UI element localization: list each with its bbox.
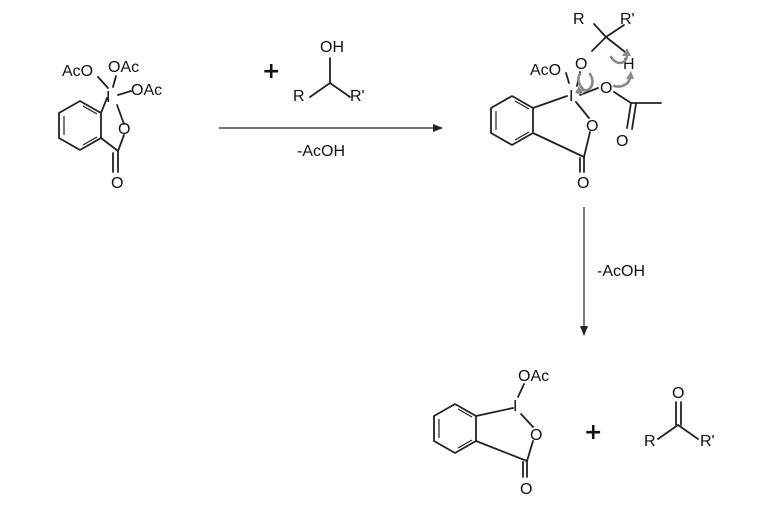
- intermediate-c-r-bond: [593, 23, 607, 38]
- alcohol-r2-label: R': [350, 88, 365, 105]
- product-ring-oxygen-label: O: [530, 427, 542, 444]
- intermediate-complex: R R' O H AcO I O O O O: [490, 11, 662, 192]
- intermediate-c-i-bond: [532, 95, 568, 109]
- plus-sign: +: [262, 59, 280, 84]
- reagent-acetoxy-label: AcO: [62, 63, 93, 80]
- product-carbonyl-oxygen-label: O: [520, 481, 532, 498]
- intermediate-hydrogen-label: H: [623, 56, 635, 73]
- reagent-iodine-label: I: [106, 89, 110, 106]
- product-acetoxy-label: OAc: [518, 368, 549, 385]
- reagent-i-oac-bond: [112, 75, 117, 88]
- reagent-i-oac-bond: [97, 76, 109, 89]
- curly-arrow-head: [622, 48, 631, 56]
- reagent-c-i-bond: [100, 97, 108, 114]
- reagent-c-o-bond: [117, 134, 125, 152]
- product-c-i-bond: [475, 407, 514, 417]
- reagent-carbonyl-oxygen-label: O: [111, 175, 123, 192]
- reagent-i-oac-bond: [117, 90, 132, 96]
- intermediate-benzene-ring: [490, 95, 534, 146]
- product-aromatic-double-bond: [457, 408, 473, 418]
- curly-arrow: [609, 54, 629, 65]
- intermediate-carbonyl-oxygen-label: O: [577, 175, 589, 192]
- reagent-aromatic-double-bond: [82, 105, 98, 115]
- electron-flow-arrows: [575, 48, 634, 95]
- product-carbonyl: O R R': [644, 385, 715, 450]
- alcohol-c-r-bond: [309, 82, 331, 98]
- intermediate-acetoxy-label: AcO: [530, 62, 561, 79]
- intermediate-c-c-bond: [532, 132, 585, 158]
- reagent-benzene-ring: [58, 100, 102, 151]
- intermediate-iodine-label: I: [569, 88, 573, 105]
- product-benzene-ring: [433, 403, 477, 454]
- intermediate-alkoxy-oxygen-label: O: [575, 56, 587, 73]
- curly-arrow-head: [626, 71, 634, 79]
- product-c-r-bond: [677, 424, 699, 440]
- reagent-c-c-bond: [100, 137, 119, 152]
- product-i-oac-bond: [517, 383, 525, 398]
- intermediate-i-oac-bond: [565, 72, 570, 84]
- reagent-i-o-bond: [116, 104, 125, 125]
- intermediate-c-o-bond: [583, 131, 591, 158]
- intermediate-c-r-bond: [605, 24, 625, 38]
- product-carbonyl-oxygen-label: O: [672, 385, 684, 402]
- intermediate-acetyl-carbonyl-bond: [626, 102, 632, 129]
- intermediate-acetyl-oxygen-label: O: [616, 133, 628, 150]
- intermediate-acetate-oxygen-label: O: [600, 80, 612, 97]
- product-iodine-label: I: [513, 398, 517, 415]
- alcohol-substrate: OH R R': [293, 39, 365, 105]
- reagent-ring-oxygen-label: O: [118, 121, 130, 138]
- curly-arrow: [612, 76, 632, 88]
- alcohol-hydroxyl-label: OH: [320, 39, 344, 56]
- reagent-acetoxy-label: OAc: [131, 82, 162, 99]
- reagent-periodinane: AcO OAc OAc I O O: [58, 59, 162, 192]
- intermediate-r1-label: R: [573, 11, 585, 28]
- intermediate-ring-oxygen-label: O: [586, 118, 598, 135]
- product-r1-label: R: [644, 433, 656, 450]
- intermediate-r2-label: R': [620, 11, 635, 28]
- alcohol-c-r-bond: [329, 82, 351, 98]
- alcohol-r1-label: R: [293, 88, 305, 105]
- product-aromatic-double-bond: [457, 439, 473, 449]
- product-i-o-bond: [520, 413, 534, 428]
- product-c-r-bond: [657, 424, 679, 440]
- plus-sign: +: [584, 420, 602, 445]
- reagent-aromatic-double-bond: [82, 136, 98, 146]
- intermediate-acetyl-carbonyl-bond: [631, 103, 637, 130]
- intermediate-aromatic-double-bond: [514, 100, 530, 110]
- intermediate-i-o-bond: [575, 101, 590, 119]
- intermediate-aromatic-double-bond: [514, 131, 530, 141]
- intermediate-o-c-bond: [613, 91, 632, 104]
- product-c-o-bond: [526, 440, 534, 462]
- intermediate-c-h-bond: [605, 36, 626, 53]
- intermediate-o-c-bond: [591, 36, 607, 52]
- step2-byproduct-label: -AcOH: [597, 263, 645, 280]
- product-r2-label: R': [700, 433, 715, 450]
- curly-arrow: [577, 72, 586, 92]
- reagent-acetoxy-label: OAc: [108, 59, 139, 76]
- product-iodinane: OAc I O O: [433, 368, 549, 498]
- product-c-c-bond: [475, 440, 528, 462]
- curly-arrow-head: [575, 86, 584, 95]
- step1-byproduct-label: -AcOH: [297, 143, 345, 160]
